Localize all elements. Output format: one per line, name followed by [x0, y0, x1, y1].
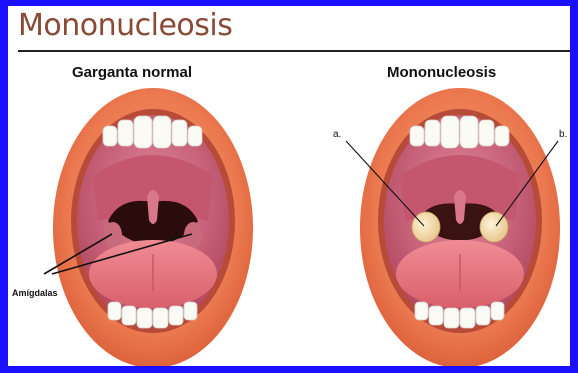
throat-illustrations: Amígdalas: [8, 6, 570, 366]
normal-mouth: [53, 88, 253, 366]
marker-a-label: a.: [333, 129, 341, 140]
mono-right-swollen-tonsil: [480, 212, 508, 242]
tonsils-annotation: Amígdalas: [12, 288, 58, 298]
mononucleosis-mouth: [360, 88, 560, 366]
diagram-frame: Mononucleosis Garganta normal Mononucleo…: [8, 6, 570, 366]
mono-left-swollen-tonsil: [412, 212, 440, 242]
marker-b-label: b.: [559, 129, 567, 140]
normal-left-tonsil: [104, 222, 122, 248]
